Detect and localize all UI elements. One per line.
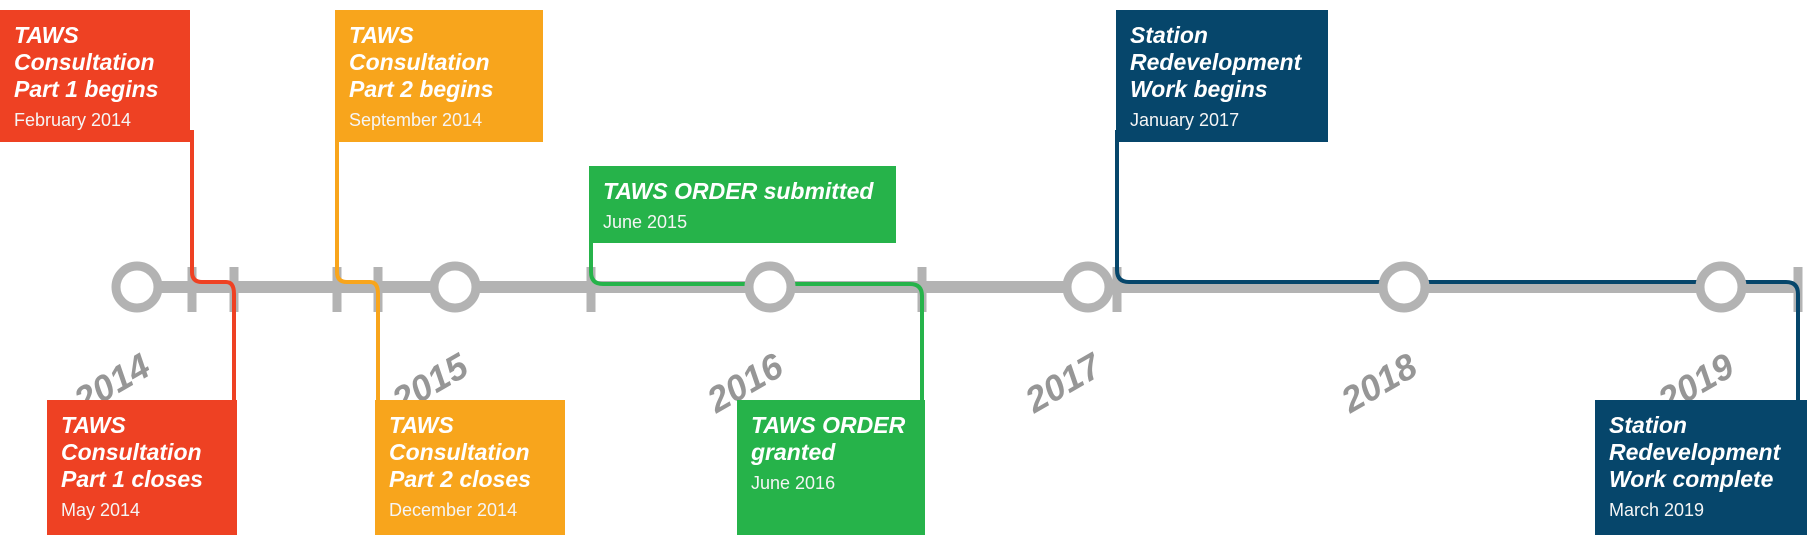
year-circle-2019 (1695, 261, 1747, 313)
event-part2-closes: TAWS Consultation Part 2 closes December… (375, 400, 565, 535)
event-date: May 2014 (61, 500, 141, 520)
event-order-granted: TAWS ORDER granted June 2016 (737, 400, 925, 535)
event-title: TAWS ORDER granted (751, 412, 906, 465)
year-circle-2018 (1378, 261, 1430, 313)
event-order-submitted: TAWS ORDER submitted June 2015 (589, 166, 896, 243)
year-circles (111, 261, 1747, 313)
event-date: March 2019 (1609, 500, 1705, 520)
event-date: January 2017 (1130, 110, 1240, 130)
event-date: June 2016 (751, 473, 836, 493)
event-part1-begins: TAWS Consultation Part 1 begins February… (0, 10, 190, 142)
event-part1-closes: TAWS Consultation Part 1 closes May 2014 (47, 400, 237, 535)
event-title: TAWS Consultation Part 2 begins (349, 22, 494, 102)
event-part2-begins: TAWS Consultation Part 2 begins Septembe… (335, 10, 543, 142)
connector-redevelopment (1115, 130, 1800, 405)
event-title: Station Redevelopment Work complete (1609, 412, 1781, 492)
event-date: February 2014 (14, 110, 132, 130)
year-circle-2015 (429, 261, 481, 313)
event-date: September 2014 (349, 110, 483, 130)
event-title: Station Redevelopment Work begins (1130, 22, 1302, 102)
event-title: TAWS Consultation Part 1 begins (14, 22, 159, 102)
year-circle-2017 (1062, 261, 1114, 313)
event-date: June 2015 (603, 212, 688, 232)
connector-part2 (335, 130, 380, 400)
year-circle-2016 (744, 261, 796, 313)
connector-part1-begins (190, 130, 236, 400)
event-date: December 2014 (389, 500, 518, 520)
event-title: TAWS ORDER submitted (603, 178, 874, 204)
event-title: TAWS Consultation Part 2 closes (389, 412, 531, 492)
event-title: TAWS Consultation Part 1 closes (61, 412, 203, 492)
year-circle-2014 (111, 261, 163, 313)
event-work-complete: Station Redevelopment Work complete Marc… (1595, 400, 1807, 535)
event-work-begins: Station Redevelopment Work begins Januar… (1116, 10, 1328, 142)
